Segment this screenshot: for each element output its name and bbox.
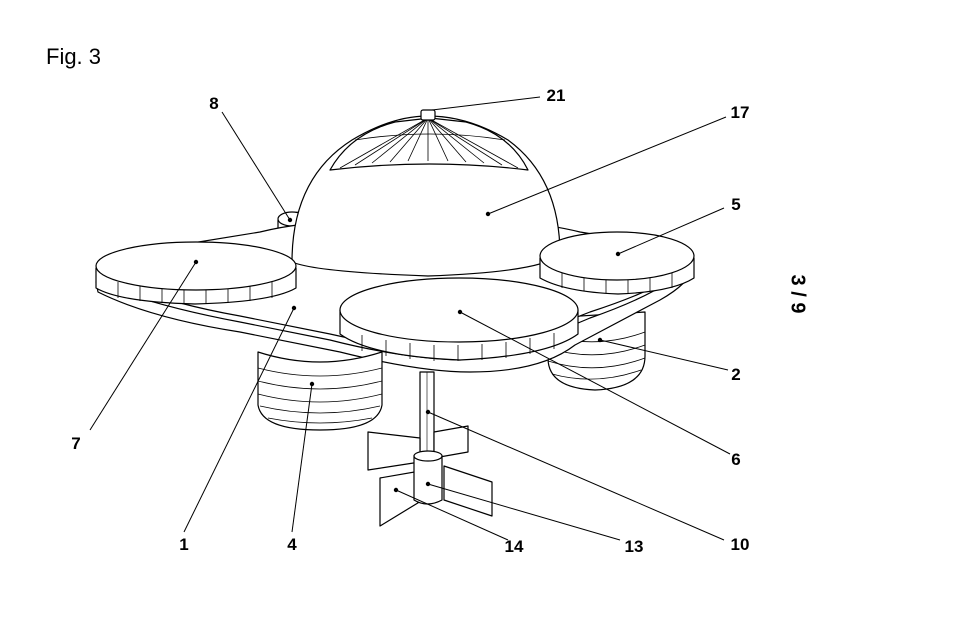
ref-label-8: 7	[71, 434, 81, 453]
ref-label-10: 10	[730, 535, 750, 554]
ref-label-6: 6	[731, 450, 741, 469]
ref-label-5: 5	[731, 195, 741, 214]
ref-label-2: 2	[731, 365, 741, 384]
figure-title: Fig. 3	[46, 44, 102, 69]
ref-label-4: 4	[287, 535, 297, 554]
lower-housing-4	[257, 351, 383, 431]
ref-label-21: 21	[546, 86, 566, 105]
rotor-5	[539, 231, 695, 295]
rotor-8	[95, 241, 297, 305]
ref-label-1: 1	[179, 535, 189, 554]
ref-label-7: 8	[209, 94, 219, 113]
dome-17	[291, 109, 561, 277]
ref-label-13: 13	[624, 537, 644, 556]
tail-body-13	[413, 450, 443, 505]
ref-label-17: 17	[730, 103, 750, 122]
rotor-6	[339, 277, 579, 361]
leader-lines	[89, 96, 731, 541]
ref-label-14: 14	[504, 537, 524, 556]
leader-dots	[193, 211, 621, 493]
